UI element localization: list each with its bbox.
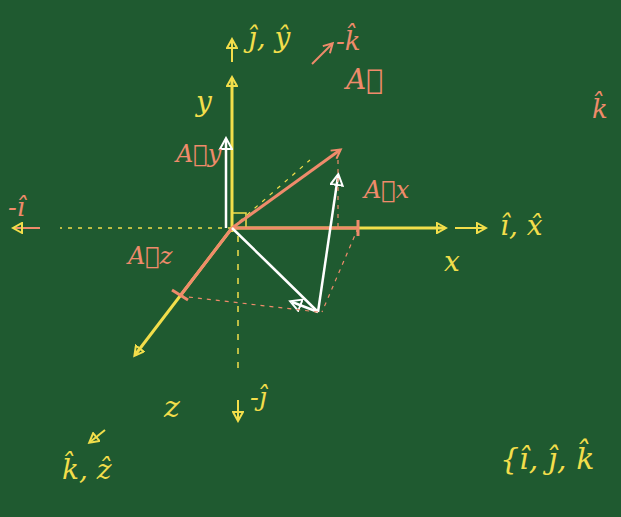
axis-label: -î	[8, 194, 25, 220]
axis-label: A⃗x	[364, 178, 409, 202]
axis-label: î, x̂	[500, 212, 543, 240]
axis-label: ĵ, ŷ	[248, 24, 290, 52]
axis-label: -k̂	[336, 28, 361, 54]
axis-label: k̂	[592, 96, 608, 122]
axis-label: z	[164, 392, 180, 422]
axis-label: x	[444, 248, 460, 276]
axis-label: A⃗	[346, 66, 383, 94]
axis-label: {î, ĵ, k̂	[500, 444, 594, 474]
axis-label: A⃗y	[176, 142, 221, 166]
axis-label: -ĵ	[250, 384, 267, 410]
axis-label: k̂, ẑ	[62, 456, 112, 484]
axis-label: y	[196, 88, 212, 116]
axis-label: A⃗z	[128, 244, 172, 268]
